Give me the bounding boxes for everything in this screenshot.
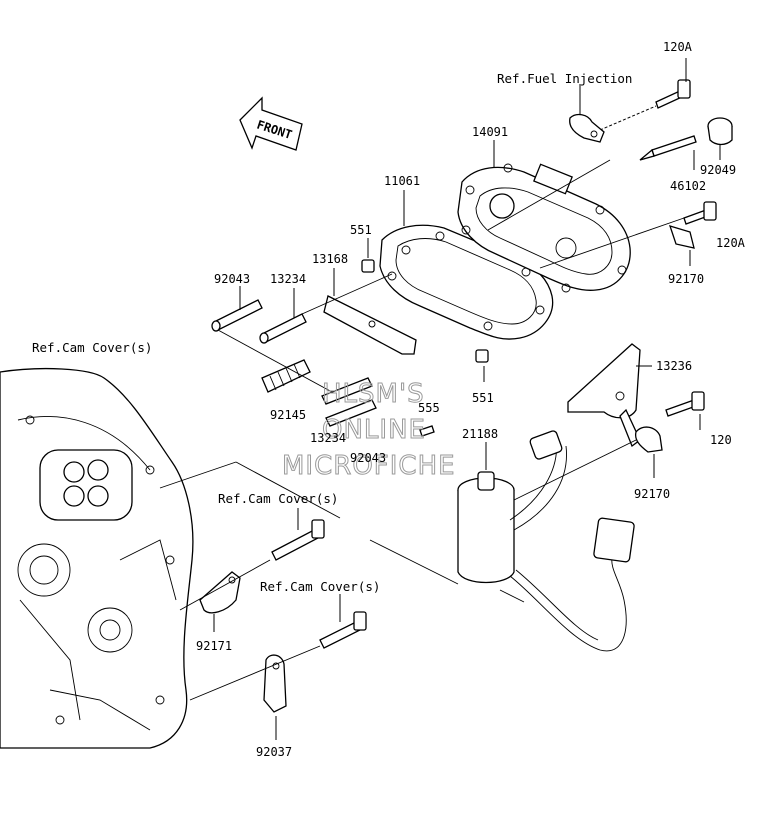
label-46102: 46102 [670,179,706,193]
label-ref-fuel-injection: Ref.Fuel Injection [497,71,632,86]
label-92043-bot: 92043 [350,451,386,465]
label-11061: 11061 [384,174,420,188]
pin-555 [419,425,435,437]
watermark-line-1: HLSM'S [322,379,425,409]
bolt-120a-top [599,79,691,131]
label-13168: 13168 [312,252,348,266]
label-92043-left: 92043 [214,272,250,286]
label-13236: 13236 [656,359,692,373]
label-13234-top: 13234 [270,272,306,286]
clamp-92170-bot [634,426,663,453]
pin-13234-top [259,313,307,344]
label-92170-top: 92170 [668,272,704,286]
pin-13234-bot [321,377,373,405]
bolt-120 [665,391,705,417]
solenoid-21188 [457,430,635,652]
watermark-line-2: ONLINE [322,415,426,445]
strap-92037 [263,654,287,713]
shaft-46102 [639,135,697,161]
front-arrow-icon: FRONT [239,96,303,151]
label-92049: 92049 [700,163,736,177]
leader-lines [159,58,721,740]
cap-92049 [707,117,733,146]
label-ref-cam-cover-low: Ref.Cam Cover(s) [260,579,380,594]
bolt-cam-low [319,611,367,649]
clamp-fuel-injection [569,113,605,143]
label-92145: 92145 [270,408,306,422]
label-120a-top: 120A [663,40,693,54]
dowel-551-bot [475,349,489,363]
label-120a-mid: 120A [716,236,746,250]
label-ref-cam-cover-mid: Ref.Cam Cover(s) [218,491,338,506]
label-555: 555 [418,401,440,415]
watermark-line-3: MICROFICHE [282,451,456,481]
pin-92043-bot [325,399,377,427]
label-ref-cam-cover-left: Ref.Cam Cover(s) [32,340,152,355]
label-21188: 21188 [462,427,498,441]
bolt-120a-mid [683,201,717,225]
dowel-551-top [361,259,375,273]
label-92037: 92037 [256,745,292,759]
label-551-bot: 551 [472,391,494,405]
gasket-11061 [379,224,554,340]
cam-cover-outline [0,367,194,749]
bolt-cam-mid [271,519,325,561]
cover-14091 [457,163,631,293]
spring-92145 [261,359,311,393]
label-551-top: 551 [350,223,372,237]
clip-92171 [199,571,241,614]
label-13234-bot: 13234 [310,431,346,445]
label-92171: 92171 [196,639,232,653]
pin-92043-left [211,299,263,332]
label-92170-bot: 92170 [634,487,670,501]
bracket-13236 [567,343,641,448]
label-120: 120 [710,433,732,447]
watermark: HLSM'S ONLINE MICROFICHE [282,379,456,482]
part-labels: 120A Ref.Fuel Injection 14091 92049 4610… [32,40,746,759]
plate-13168 [323,295,417,355]
clamp-92170-top [668,225,695,249]
label-14091: 14091 [472,125,508,139]
